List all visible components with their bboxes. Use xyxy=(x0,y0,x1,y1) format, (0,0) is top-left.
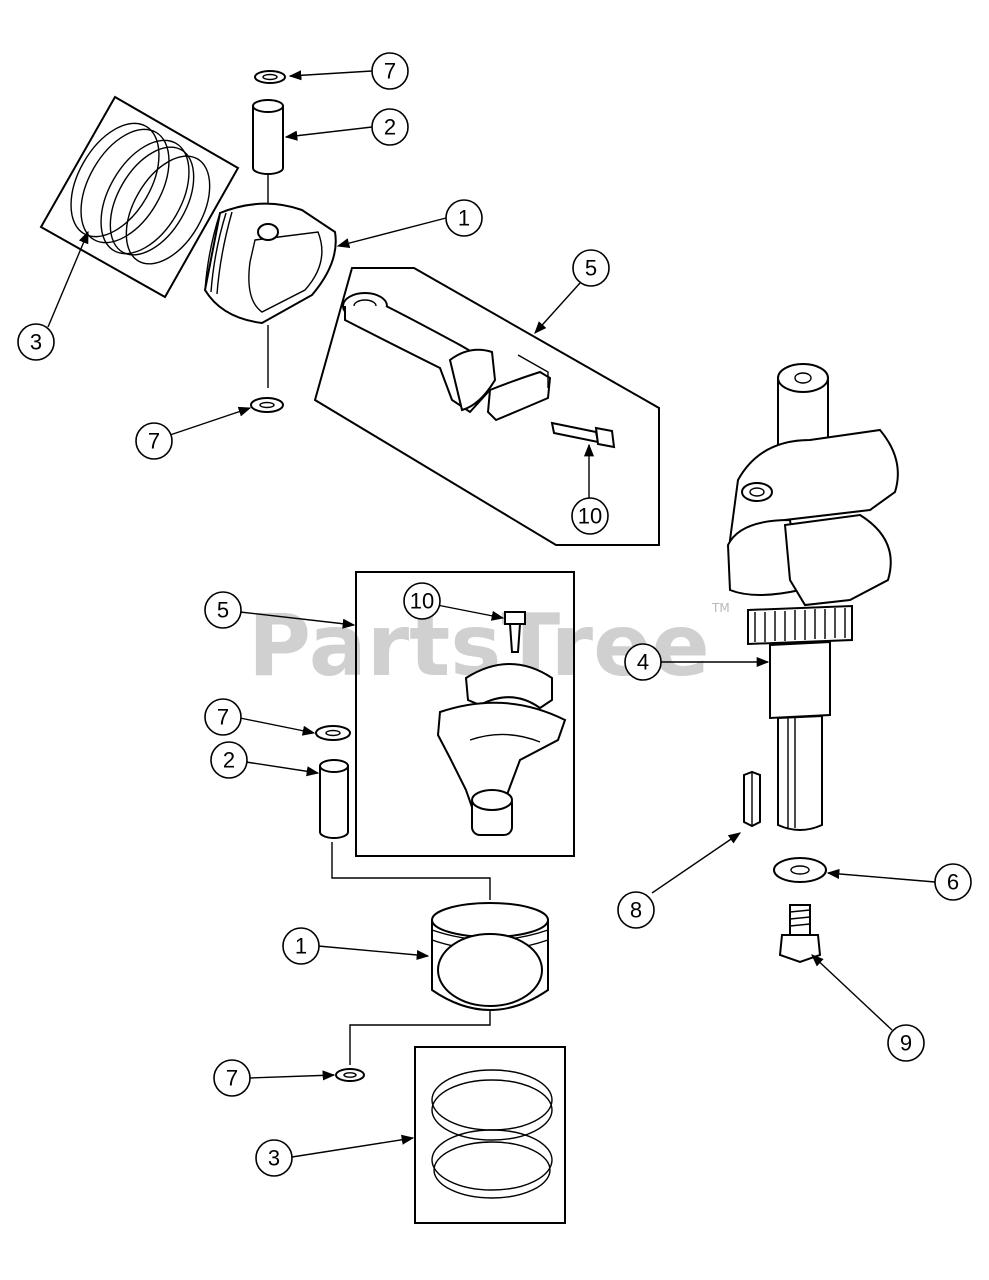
callout-10: 10 xyxy=(571,497,609,535)
callout-5: 5 xyxy=(204,591,242,629)
callout-7: 7 xyxy=(213,1059,251,1097)
callout-10: 10 xyxy=(403,582,441,620)
callout-label: 1 xyxy=(458,206,470,231)
callout-label: 10 xyxy=(410,589,434,614)
callout-label: 6 xyxy=(947,870,959,895)
washer xyxy=(773,857,827,883)
callout-9: 9 xyxy=(887,1024,925,1062)
piston-upper xyxy=(203,202,337,388)
retainer-clip-lower-bottom xyxy=(335,1068,365,1082)
callout-1: 1 xyxy=(282,927,320,965)
callout-label: 7 xyxy=(384,59,396,84)
callout-3: 3 xyxy=(255,1139,293,1177)
connecting-rod-assembly-upper xyxy=(313,267,660,546)
callout-label: 3 xyxy=(268,1146,280,1171)
piston-ring-set-upper xyxy=(39,95,240,299)
crankshaft xyxy=(726,363,899,831)
callout-label: 7 xyxy=(148,429,160,454)
callout-label: 5 xyxy=(217,598,229,623)
callout-label: 8 xyxy=(630,898,642,923)
callout-7: 7 xyxy=(204,698,242,736)
callout-2: 2 xyxy=(371,108,409,146)
piston-pin-upper xyxy=(252,99,284,205)
callout-label: 7 xyxy=(217,705,229,730)
callout-2: 2 xyxy=(210,741,248,779)
watermark-trademark: TM xyxy=(711,601,730,615)
callout-label: 1 xyxy=(295,934,307,959)
woodruff-key xyxy=(743,770,761,828)
piston-pin-lower xyxy=(319,759,491,900)
retainer-clip-top xyxy=(254,70,286,84)
piston-ring-set-lower xyxy=(414,1046,566,1224)
piston-lower xyxy=(349,902,549,1065)
callout-3: 3 xyxy=(17,323,55,361)
callout-8: 8 xyxy=(617,891,655,929)
callout-4: 4 xyxy=(624,643,662,681)
crankshaft-bolt xyxy=(778,904,822,964)
callout-6: 6 xyxy=(934,863,972,901)
retainer-clip-upper-bottom xyxy=(250,397,284,413)
callout-7: 7 xyxy=(371,52,409,90)
callout-label: 7 xyxy=(226,1066,238,1091)
connecting-rod-assembly-lower xyxy=(355,571,575,857)
callout-label: 3 xyxy=(30,330,42,355)
retainer-clip-lower-top xyxy=(315,725,351,741)
callout-label: 4 xyxy=(637,650,649,675)
callout-label: 2 xyxy=(223,748,235,773)
callout-label: 5 xyxy=(585,256,597,281)
callout-label: 10 xyxy=(578,504,602,529)
callout-1: 1 xyxy=(445,199,483,237)
leader-lines xyxy=(47,70,936,1158)
callout-7: 7 xyxy=(135,422,173,460)
callout-label: 9 xyxy=(900,1031,912,1056)
callout-label: 2 xyxy=(384,115,396,140)
callout-5: 5 xyxy=(572,249,610,287)
